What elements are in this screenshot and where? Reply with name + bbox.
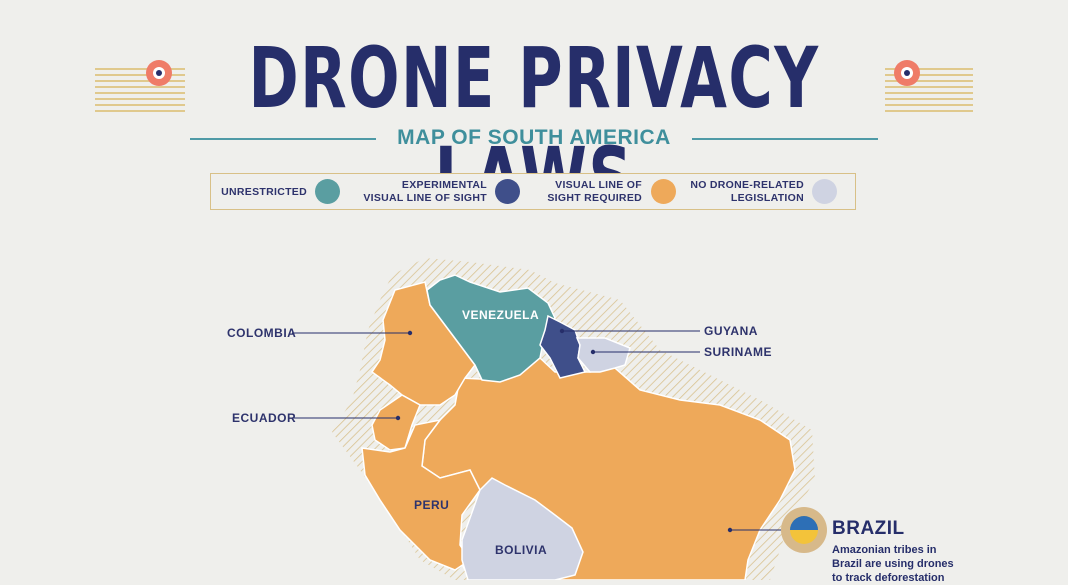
brazil-title: BRAZIL <box>832 518 905 539</box>
legend-label: EXPERIMENTAL VISUAL LINE OF SIGHT <box>363 179 487 204</box>
bolivia-shape <box>461 477 584 580</box>
subtitle-row: MAP OF SOUTH AMERICA <box>190 126 878 149</box>
label-guyana: GUYANA <box>704 324 758 338</box>
legend-label: NO DRONE-RELATED LEGISLATION <box>690 179 804 204</box>
subtitle-line-left <box>190 138 376 140</box>
legend: UNRESTRICTED EXPERIMENTAL VISUAL LINE OF… <box>210 173 856 210</box>
brazil-flag-badge <box>781 507 827 553</box>
suriname-shape <box>575 337 631 373</box>
legend-swatch-vlos-required <box>651 179 676 204</box>
brazil-desc-line: Amazonian tribes in <box>832 544 937 556</box>
brazil-flag-icon <box>790 516 818 544</box>
brazil-description: Amazonian tribes in Brazil are using dro… <box>832 543 1068 585</box>
left-eye-icon <box>146 60 172 86</box>
label-bolivia: BOLIVIA <box>495 543 548 557</box>
legend-swatch-unrestricted <box>315 179 340 204</box>
legend-swatch-no-legislation <box>812 179 837 204</box>
legend-label: VISUAL LINE OF SIGHT REQUIRED <box>547 179 642 204</box>
legend-label: UNRESTRICTED <box>221 186 307 198</box>
legend-swatch-experimental <box>495 179 520 204</box>
label-ecuador: ECUADOR <box>232 411 297 425</box>
label-suriname: SURINAME <box>704 345 773 359</box>
label-venezuela: VENEZUELA <box>462 308 540 322</box>
right-eye-icon <box>894 60 920 86</box>
brazil-desc-line: to track deforestation <box>832 572 945 584</box>
label-colombia: COLOMBIA <box>227 326 297 340</box>
subtitle-line-right <box>692 138 878 140</box>
label-peru: PERU <box>414 498 450 512</box>
brazil-desc-line: Brazil are using drones <box>832 558 954 570</box>
page-subtitle: MAP OF SOUTH AMERICA <box>397 126 671 149</box>
